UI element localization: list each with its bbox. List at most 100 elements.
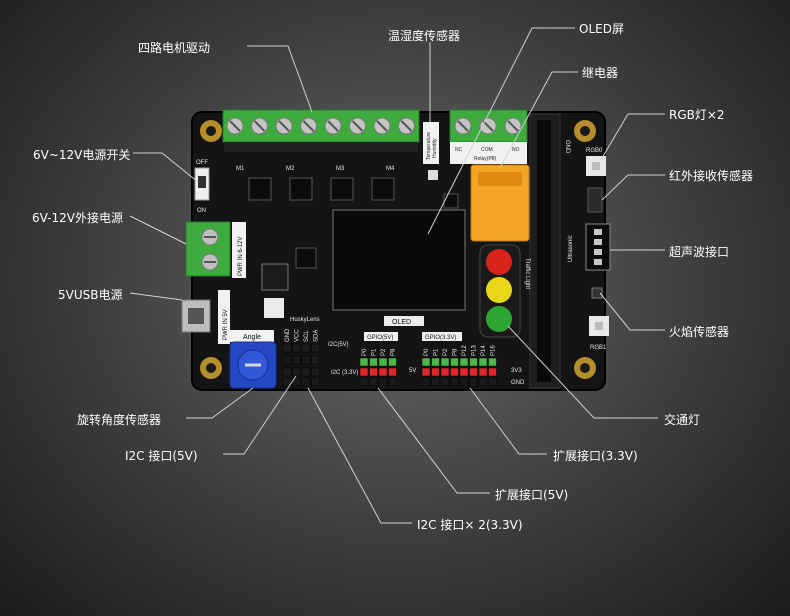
motor-label-m3: M3 [336, 166, 345, 172]
i2c-5v-silk: I2C(5V) [328, 342, 349, 348]
header-pin [388, 367, 397, 377]
huskylens-silk: HuskyLens [290, 317, 320, 323]
label-external-power: 6V-12V外接电源 [32, 211, 123, 225]
oled-screen [332, 209, 466, 311]
flame-sensor [591, 287, 603, 299]
header-pin [282, 343, 292, 353]
ir-receiver [587, 187, 603, 213]
header-pin [378, 377, 388, 387]
gpio-gnd-silk: GND [511, 380, 525, 386]
header-pin [369, 377, 378, 387]
pin-label: VCC [295, 329, 301, 342]
header-pin [292, 367, 301, 377]
pin-label: P14 [481, 345, 487, 356]
header-pin [301, 367, 311, 377]
label-flame-sensor: 火焰传感器 [669, 325, 730, 339]
pin-label: P1 [434, 348, 440, 356]
temp-humidity-sensor [423, 122, 439, 164]
header-pin [450, 367, 459, 377]
rgb0-silk: RGB0 [586, 148, 603, 154]
label-usb-power: 5VUSB电源 [58, 288, 123, 302]
i2c-3v3-silk: I2C (3.3V) [331, 370, 358, 376]
callout-line [507, 325, 658, 419]
label-motor-drive: 四路电机驱动 [138, 41, 211, 55]
header-pin [450, 377, 459, 387]
label-rgb-light: RGB灯×2 [669, 108, 725, 122]
header-pin [440, 367, 450, 377]
header-pin [301, 377, 311, 387]
traffic-light-silk: Traffic Light [524, 258, 530, 289]
pin-label: SCL [304, 330, 310, 342]
callout-line [601, 174, 665, 201]
label-i2c-3v3: I2C 接口× 2(3.3V) [417, 518, 523, 532]
mounting-hole-icon [200, 357, 222, 379]
pin-label: P2 [381, 348, 387, 356]
switch-off-silk: OFF [196, 160, 208, 166]
gpio-3v3-silk: GPIO(3.3V) [425, 335, 456, 341]
motor-driver-chip [248, 177, 272, 201]
label-ultrasonic-port: 超声波接口 [669, 245, 730, 259]
header-pin [378, 357, 388, 367]
motor-label-m1: M1 [236, 166, 245, 172]
callout-line [129, 215, 187, 245]
pin-label: P2 [443, 348, 449, 356]
header-pin [469, 377, 478, 387]
header-pin [282, 367, 292, 377]
screw-icon [226, 117, 244, 135]
temp-humidity-chip [428, 170, 438, 180]
label-relay: 继电器 [582, 66, 619, 80]
header-pin [421, 367, 431, 377]
header-pin [488, 367, 497, 377]
header-pin [359, 367, 369, 377]
capacitor [264, 298, 284, 318]
header-pin [431, 377, 440, 387]
pwr-in-silk: PWR IN 6-12V [238, 237, 244, 276]
ultrasonic-silk: Ultrasonic [568, 235, 574, 262]
header-pin [478, 367, 488, 377]
gpio-5v-silk: GPIO(5V) [367, 335, 393, 341]
pin-label: P0 [424, 348, 430, 356]
pwr-in-5v-silk: PWR IN 5V [223, 309, 229, 340]
callout-line [307, 387, 412, 524]
header-pin [388, 377, 397, 387]
header-pin [301, 343, 311, 353]
header-pin [488, 377, 497, 387]
callout-line [499, 71, 578, 169]
header-pin [594, 229, 602, 235]
header-pin [311, 355, 320, 365]
label-expansion-3v3: 扩展接口(3.3V) [553, 449, 638, 463]
motor-driver-chip [330, 177, 354, 201]
angle-silk: Angle [243, 334, 261, 341]
header-pin [359, 357, 369, 367]
oled-silk: OLED [392, 319, 411, 326]
callout-line [601, 113, 665, 159]
header-pin [478, 357, 488, 367]
header-pin [311, 343, 320, 353]
pin-label: P0 [362, 348, 368, 356]
callout-line [377, 387, 490, 494]
header-pin [311, 367, 320, 377]
header-pin [594, 249, 602, 255]
mounting-hole-icon [574, 120, 596, 142]
callout-line [129, 292, 183, 301]
motor-driver-chip [289, 177, 313, 201]
pin-label: P1 [372, 348, 378, 356]
screw-icon [324, 117, 342, 135]
callout-line [133, 152, 199, 183]
label-traffic-light: 交通灯 [664, 413, 701, 427]
label-temp-humidity: 温湿度传感器 [388, 29, 461, 43]
header-pin [421, 357, 431, 367]
relay-terminal-block [449, 109, 528, 143]
inductor [261, 263, 289, 291]
traffic-light-green-led [486, 306, 512, 332]
motor-terminal-block [222, 109, 420, 143]
header-pin [292, 355, 301, 365]
screw-icon [398, 117, 415, 135]
header-pin [311, 377, 320, 387]
header-pin [301, 355, 311, 365]
switch-on-silk: ON [197, 208, 206, 214]
screw-icon [251, 117, 268, 135]
gpio-5v-power-silk: 5V [409, 368, 416, 374]
header-pin [282, 377, 292, 387]
